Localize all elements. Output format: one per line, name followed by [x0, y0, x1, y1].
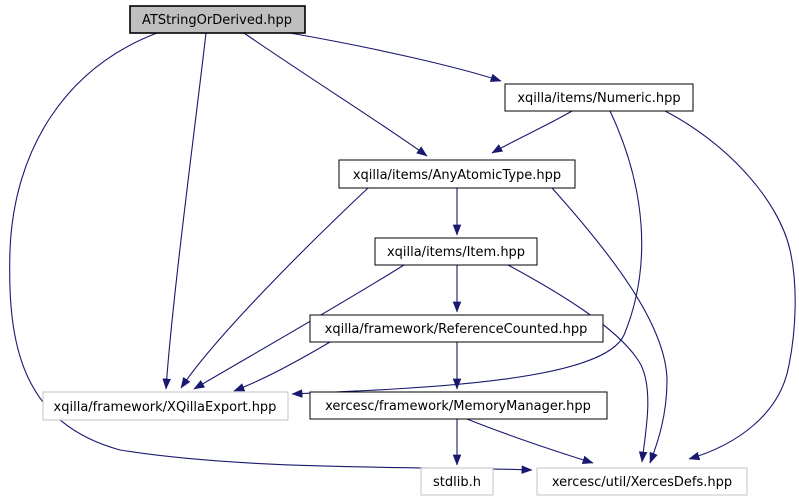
edge-atstringorderived-anyatomictype [243, 32, 428, 157]
node-stdlib[interactable]: stdlib.h [420, 467, 494, 496]
node-item[interactable]: xqilla/items/Item.hpp [374, 237, 538, 266]
edge-atstringorderived-xqillaexport [162, 32, 207, 390]
edge-numeric-anyatomictype [491, 110, 573, 154]
node-referencecounted[interactable]: xqilla/framework/ReferenceCounted.hpp [309, 314, 604, 343]
edge-anyatomictype-xercesdefs [551, 187, 668, 464]
node-label-memorymanager: xercesc/framework/MemoryManager.hpp [325, 399, 591, 414]
node-label-xqillaexport: xqilla/framework/XQillaExport.hpp [54, 400, 277, 415]
node-label-item: xqilla/items/Item.hpp [387, 245, 525, 260]
node-label-anyatomictype: xqilla/items/AnyAtomicType.hpp [353, 168, 561, 183]
edge-memorymanager-xercesdefs [466, 418, 594, 464]
node-memorymanager[interactable]: xercesc/framework/MemoryManager.hpp [309, 391, 608, 420]
node-anyatomictype[interactable]: xqilla/items/AnyAtomicType.hpp [338, 159, 576, 189]
edge-item-xercesdefs [507, 264, 649, 463]
node-numeric[interactable]: xqilla/items/Numeric.hpp [504, 83, 694, 112]
node-label-stdlib: stdlib.h [433, 475, 481, 490]
edge-referencecounted-xqillaexport [233, 341, 331, 392]
edge-atstringorderived-xercesdefs [9, 32, 533, 474]
node-label-numeric: xqilla/items/Numeric.hpp [517, 91, 680, 106]
node-label-referencecounted: xqilla/framework/ReferenceCounted.hpp [325, 322, 588, 337]
node-label-atstringorderived: ATStringOrDerived.hpp [142, 13, 292, 28]
node-xercesdefs[interactable]: xercesc/util/XercesDefs.hpp [536, 467, 748, 496]
node-atstringorderived: ATStringOrDerived.hpp [129, 5, 306, 34]
edge-atstringorderived-numeric [289, 32, 502, 82]
node-xqillaexport[interactable]: xqilla/framework/XQillaExport.hpp [42, 391, 289, 421]
edge-numeric-xqillaexport [291, 110, 643, 398]
edge-numeric-xercesdefs [664, 110, 796, 461]
edge-anyatomictype-xqillaexport [180, 187, 369, 389]
node-label-xercesdefs: xercesc/util/XercesDefs.hpp [552, 475, 732, 490]
edge-item-xqillaexport [193, 264, 405, 390]
